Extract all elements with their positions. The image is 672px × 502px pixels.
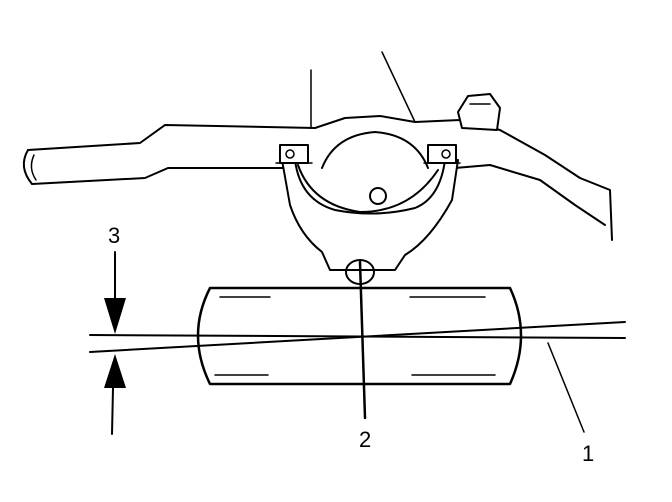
arrow-up-icon xyxy=(104,354,126,388)
arrow-down-icon xyxy=(104,298,126,334)
vertical-centerline xyxy=(358,260,367,420)
callout-1: 1 xyxy=(582,441,594,466)
reference-lines xyxy=(89,260,626,433)
dimension-arrows xyxy=(104,251,126,435)
leader-1 xyxy=(547,342,585,433)
axle-housing xyxy=(22,51,613,241)
callout-3: 3 xyxy=(108,223,120,248)
angled-reference-line xyxy=(89,321,626,353)
callout-2: 2 xyxy=(359,427,371,452)
spring-seat-bracket xyxy=(275,144,461,285)
